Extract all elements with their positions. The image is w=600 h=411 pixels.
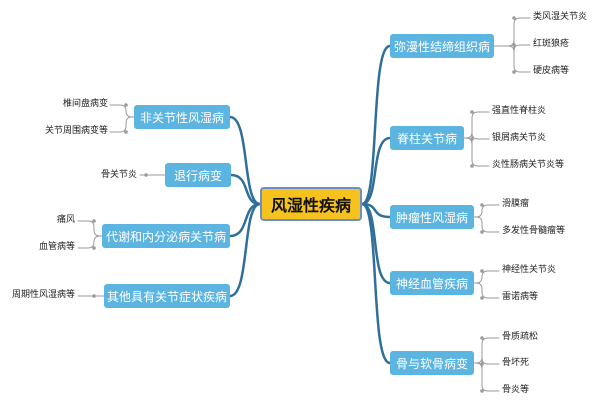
leaf-scleroderma[interactable]: 硬皮病等 (533, 66, 570, 76)
branch-node-diffuse-connective-tissue[interactable]: 弥漫性结缔组织病 (390, 34, 494, 58)
leaf-connector-b1-2 (463, 137, 490, 167)
leaf-connector-l2-dot-0 (92, 219, 96, 223)
leaf-connector-l1-dot-0 (144, 173, 148, 177)
leaf-rheumatoid-arthritis[interactable]: 类风湿关节炎 (533, 12, 588, 22)
root-node[interactable]: 风湿性疾病 (260, 187, 362, 221)
leaf-periodic-rheumatism[interactable]: 周期性风湿病等 (11, 290, 75, 300)
leaf-connector-b1-0 (463, 111, 490, 139)
root-connector-right-4 (360, 202, 392, 365)
leaf-synovioma[interactable]: 滑膜瘤 (502, 199, 530, 209)
branch-node-other-joint-symptoms[interactable]: 其他具有关节症状疾病 (104, 284, 230, 308)
root-connector-left-1 (229, 173, 262, 206)
leaf-connector-l0-dot-1 (124, 130, 128, 134)
leaf-connector-b4-2 (473, 362, 500, 392)
leaf-connector-b1-dot-2 (470, 164, 474, 168)
leaf-periarticular[interactable]: 关节周围病变等 (44, 126, 108, 136)
branch-node-non-articular[interactable]: 非关节性风湿病 (134, 105, 230, 129)
branch-node-bone-cartilage[interactable]: 骨与软骨病变 (390, 351, 474, 375)
leaf-connector-b3-dot-0 (480, 269, 484, 273)
leaf-connector-b2-dot-1 (480, 230, 484, 234)
branch-node-degenerative[interactable]: 退行病变 (165, 163, 231, 187)
leaf-vascular-disease[interactable]: 血管病等 (38, 242, 75, 252)
leaf-connector-b4-dot-0 (480, 336, 484, 340)
leaf-connector-b3-1 (473, 282, 500, 299)
leaf-osteoarthritis[interactable]: 骨关节炎 (100, 170, 137, 180)
leaf-lupus[interactable]: 红斑狼疮 (533, 39, 570, 49)
leaf-connector-b2-0 (473, 204, 500, 218)
leaf-osteonecrosis[interactable]: 骨坏死 (502, 358, 530, 368)
leaf-connector-b0-0 (493, 17, 531, 47)
leaf-connector-b4-0 (473, 337, 500, 364)
leaf-connector-b0-2 (493, 45, 531, 73)
leaf-connector-b2-dot-0 (480, 203, 484, 207)
leaf-connector-l3-dot-0 (92, 294, 96, 298)
leaf-connector-b0-dot-2 (512, 70, 516, 74)
leaf-ibd-arthritis[interactable]: 炎性肠病关节炎等 (492, 160, 565, 170)
branch-node-tumor-rheumatism[interactable]: 肿瘤性风湿病 (390, 205, 474, 229)
leaf-connector-b1-dot-0 (470, 110, 474, 114)
leaf-connector-b3-0 (473, 270, 500, 284)
leaf-disc-disease[interactable]: 椎间盘病变 (62, 99, 108, 109)
root-connector-left-0 (228, 115, 262, 206)
branch-node-neurovascular[interactable]: 神经血管疾病 (390, 271, 474, 295)
leaf-connector-l0-1 (109, 116, 135, 133)
branch-node-metabolic-endocrine[interactable]: 代谢和内分泌病关节病 (102, 224, 230, 248)
leaf-gout[interactable]: 痛风 (56, 215, 75, 225)
leaf-osteitis[interactable]: 骨炎等 (502, 385, 530, 395)
leaf-connector-l2-1 (77, 235, 103, 249)
leaf-connector-l0-dot-0 (124, 103, 128, 107)
leaf-neuropathic-arthritis[interactable]: 神经性关节炎 (502, 265, 557, 275)
leaf-connector-b3-dot-1 (480, 296, 484, 300)
leaf-connector-b0-dot-0 (512, 16, 516, 20)
leaf-connector-l2-dot-1 (92, 246, 96, 250)
root-connector-right-1 (360, 136, 392, 206)
leaf-connector-l0-0 (109, 104, 135, 118)
root-connector-left-2 (228, 202, 262, 238)
leaf-psoriatic-arthritis[interactable]: 银屑病关节炎 (492, 133, 547, 143)
leaf-connector-b0-dot-1 (512, 43, 516, 47)
leaf-ankylosing-spondylitis[interactable]: 强直性脊柱炎 (492, 106, 547, 116)
root-connector-right-0 (360, 44, 392, 206)
root-connector-left-3 (228, 202, 262, 298)
branch-node-spondyloarthropathy[interactable]: 脊柱关节病 (390, 126, 464, 150)
leaf-connector-l2-0 (77, 220, 103, 237)
leaf-osteoporosis[interactable]: 骨质疏松 (502, 332, 539, 342)
leaf-raynaud[interactable]: 雷诺病等 (502, 292, 539, 302)
leaf-connector-b4-dot-2 (480, 389, 484, 393)
leaf-multiple-myeloma[interactable]: 多发性骨髓瘤等 (502, 226, 566, 236)
leaf-connector-b2-1 (473, 216, 500, 233)
